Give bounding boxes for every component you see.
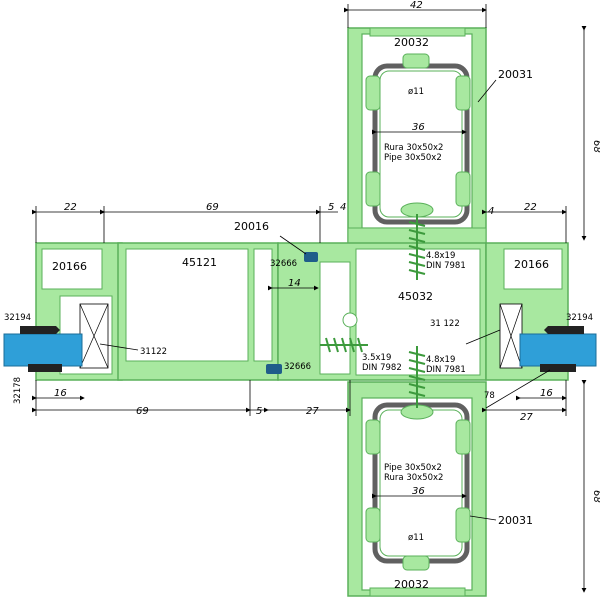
dim-5-bottom: 5: [256, 406, 262, 417]
screw-top-icon: [408, 214, 426, 280]
dim-top-width: 42: [410, 0, 423, 11]
dim-22-left: 22: [64, 202, 77, 213]
top-mullion-label: 20031: [498, 68, 533, 81]
top-pipe-hole: ø11: [408, 87, 424, 97]
bottom-cap-strip: [369, 587, 466, 597]
bottom-mullion-label: 20031: [498, 514, 533, 527]
glazing-left-label: 32194: [4, 313, 31, 323]
dim-top-height: 68: [591, 140, 600, 153]
dim-5-top: 5: [328, 202, 334, 213]
dim-27-right: 27: [520, 412, 533, 423]
dim-4-mid: 4: [488, 206, 494, 217]
bottom-pipe-hole: ø11: [408, 533, 424, 543]
screw-top-norm: DIN 7981: [426, 261, 466, 271]
gasket-top-icon: [304, 252, 318, 262]
left-frame-label: 20166: [52, 260, 87, 273]
insert-left-label: 31122: [140, 347, 167, 357]
bottom-pipe-clips: [365, 419, 471, 571]
dim-pipe-bottom: 36: [412, 486, 425, 497]
bottom-pipe-line1: Pipe 30x50x2: [384, 463, 442, 473]
dim-14: 14: [288, 278, 301, 289]
glazing-gasket-right: [540, 326, 584, 372]
dim-27-left: 27: [306, 406, 319, 417]
bottom-cap-label: 20032: [394, 578, 429, 591]
dim-16-left: 16: [54, 388, 67, 399]
top-cap-strip: [369, 27, 466, 37]
top-pipe-line2: Pipe 30x50x2: [384, 153, 442, 163]
dim-69-top: 69: [206, 202, 219, 213]
top-pipe-line1: Rura 30x50x2: [384, 143, 443, 153]
left-frame-inner: [41, 248, 103, 290]
left-sash-chamber: [125, 248, 249, 362]
gasket-bottom-icon: [266, 364, 282, 374]
gasket-b-label: 32666: [284, 362, 311, 372]
gasket-bottom-left-label: 32178: [13, 377, 23, 404]
dim-bottom-height: 68: [591, 490, 600, 503]
gasket-top-label: 20016: [234, 220, 269, 233]
left-sash-chamber2: [253, 248, 273, 362]
glazing-gasket-left: [20, 326, 62, 372]
clip-right-label: 78: [484, 391, 495, 401]
dim-16-right: 16: [540, 388, 553, 399]
top-cap-label: 20032: [394, 36, 429, 49]
bottom-pipe-line2: Rura 30x50x2: [384, 473, 443, 483]
center-post-label: 45032: [398, 290, 433, 303]
glazing-right-label: 32194: [566, 313, 593, 323]
transom-row: [35, 242, 569, 381]
left-sash-label: 45121: [182, 256, 217, 269]
dim-4-top: 4: [340, 202, 346, 213]
dim-22-right: 22: [524, 202, 537, 213]
top-pipe-clips: [365, 53, 471, 207]
screw-bottom-size: 4.8x19: [426, 355, 455, 365]
screw-middle-icon: [320, 337, 368, 353]
dim-pipe-top: 36: [412, 122, 425, 133]
insert-right-label: 31 122: [430, 319, 460, 329]
glass-pane-right: [519, 333, 597, 367]
screw-bottom-icon: [408, 346, 426, 408]
screw-middle-norm: DIN 7982: [362, 363, 402, 373]
screw-top-size: 4.8x19: [426, 251, 455, 261]
screw-middle-size: 3.5x19: [362, 353, 391, 363]
dimension-lines: [32, 4, 587, 593]
screw-bottom-norm: DIN 7981: [426, 365, 466, 375]
glass-pane-left: [3, 333, 83, 367]
dim-69-bottom: 69: [136, 406, 149, 417]
gasket-a-label: 32666: [270, 259, 297, 269]
right-frame-inner: [503, 248, 563, 290]
right-frame-label: 20166: [514, 258, 549, 271]
top-mullion: [347, 27, 487, 244]
